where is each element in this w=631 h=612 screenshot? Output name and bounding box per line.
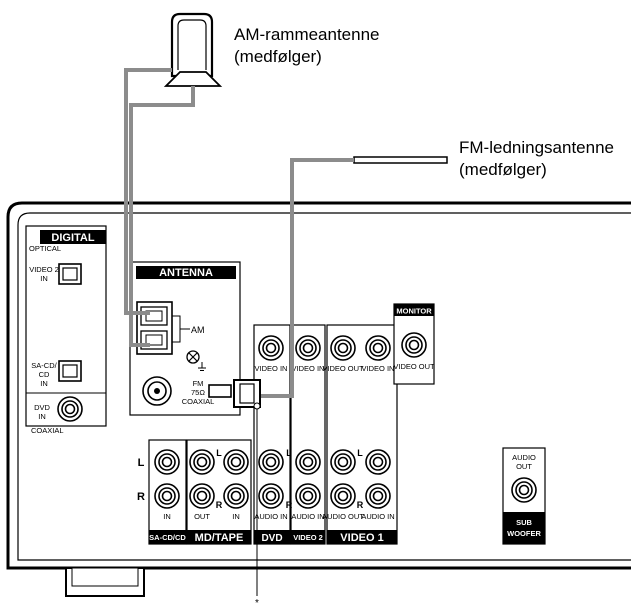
fm-antenna-caption-line1: FM-ledningsantenne [459,138,614,157]
optical-video2-jack[interactable] [58,263,82,285]
sacd-in-label: SA-CD/ [31,361,57,370]
dvd-video-in-label: VIDEO IN [255,364,288,373]
video-jacks: VIDEO IN VIDEO IN VIDEO OUT VIDEO IN [255,335,395,373]
dvd-audio-r-jack[interactable] [258,483,284,509]
sacd-audio-r-jack[interactable] [154,483,180,509]
video1-video-in-label: VIDEO IN [362,364,395,373]
fm-antenna-caption-line2: (medfølger) [459,160,547,179]
video1-video-out-jack[interactable] [330,335,356,361]
dvd-video-in-jack[interactable] [258,335,284,361]
subwoofer-title: SUB [516,518,532,527]
fm-connector-plug [208,379,261,408]
video1-group-label: VIDEO 1 [340,532,383,544]
video1-audio-in-r-jack[interactable] [365,483,391,509]
coaxial-label: COAXIAL [31,426,64,435]
footnote-marker: * [255,598,259,609]
group-labels: SA-CD/CD MD/TAPE DVD VIDEO 2 VIDEO 1 [149,530,397,544]
dvd-audio-l-jack[interactable] [258,449,284,475]
svg-text:L: L [286,448,292,458]
fm-coaxial-jack[interactable] [142,376,172,406]
dvd-audio-in-label: AUDIO IN [254,512,287,521]
svg-text:L: L [357,448,363,458]
svg-text:OUT: OUT [516,462,532,471]
antenna-title: ANTENNA [159,267,213,279]
subwoofer-audio-out-jack[interactable] [511,477,537,503]
svg-text:IN: IN [40,274,48,283]
mdtape-group-label: MD/TAPE [195,532,244,544]
svg-text:R: R [216,500,223,510]
monitor-video-out-label: VIDEO OUT [393,362,435,371]
svg-text:WOOFER: WOOFER [507,529,541,538]
sacd-in-audio-label: IN [163,512,171,521]
right-channel-label: R [137,491,145,503]
coaxial-dvd-jack[interactable] [57,396,83,422]
svg-text:COAXIAL: COAXIAL [182,397,215,406]
fm-wire-antenna [353,156,448,164]
am-antenna-cable [124,68,195,347]
receiver-rear-panel [6,201,631,597]
video1-video-in-jack[interactable] [365,335,391,361]
monitor-video-out-jack[interactable] [401,332,427,358]
video2-video-in-label: VIDEO IN [292,364,325,373]
mdtape-in-r-jack[interactable] [223,483,249,509]
svg-text:L: L [216,448,222,458]
video2-audio-l-jack[interactable] [295,449,321,475]
video1-audio-in-l-jack[interactable] [365,449,391,475]
svg-text:CD: CD [39,370,50,379]
optical-sacd-jack[interactable] [58,360,82,382]
am-label: AM [191,325,205,335]
video1-audio-out-l-jack[interactable] [330,449,356,475]
mdtape-in-label: IN [232,512,240,521]
mdtape-out-r-jack[interactable] [189,483,215,509]
optical-label: OPTICAL [29,244,61,253]
video2-in-label: VIDEO 2 [29,265,59,274]
video2-group-label: VIDEO 2 [293,533,323,542]
video1-audio-out-r-jack[interactable] [330,483,356,509]
svg-text:IN: IN [38,412,46,421]
mdtape-in-l-jack[interactable] [223,449,249,475]
mdtape-out-l-jack[interactable] [189,449,215,475]
digital-title: DIGITAL [51,232,94,244]
mdtape-out-label: OUT [194,512,210,521]
sacd-audio-l-jack[interactable] [154,449,180,475]
svg-text:IN: IN [40,379,48,388]
am-antenna-caption-line2: (medfølger) [234,47,322,66]
video2-audio-in-label: AUDIO IN [291,512,324,521]
video1-audio-out-label: AUDIO OUT [322,512,364,521]
antenna-section: ANTENNA AM FM 75Ω COAXIAL [129,261,241,416]
digital-section: DIGITAL OPTICAL VIDEO 2 IN SA-CD/ CD IN … [25,225,107,435]
fm-label: FM [193,379,204,388]
monitor-section: MONITOR VIDEO OUT [393,304,435,371]
svg-text:75Ω: 75Ω [191,388,205,397]
am-antenna-caption-line1: AM-rammeantenne [234,25,380,44]
video2-audio-r-jack[interactable] [295,483,321,509]
fm-antenna-cable [258,158,354,398]
left-channel-label: L [138,457,145,469]
svg-text:R: R [357,500,364,510]
am-loop-antenna [163,12,223,87]
subwoofer-audio-out-label: AUDIO [512,453,536,462]
ground-screw-icon [186,350,206,371]
video1-audio-in-label: AUDIO IN [361,512,394,521]
sacd-group-label: SA-CD/CD [149,533,186,542]
video2-video-in-jack[interactable] [295,335,321,361]
dvd-group-label: DVD [261,533,282,544]
audio-jacks: L R IN L R OUT IN AUDIO IN L R AUDIO IN … [137,448,545,544]
svg-text:R: R [286,500,293,510]
video1-video-out-label: VIDEO OUT [322,364,364,373]
dvd-in-label: DVD [34,403,50,412]
monitor-title: MONITOR [396,307,432,316]
